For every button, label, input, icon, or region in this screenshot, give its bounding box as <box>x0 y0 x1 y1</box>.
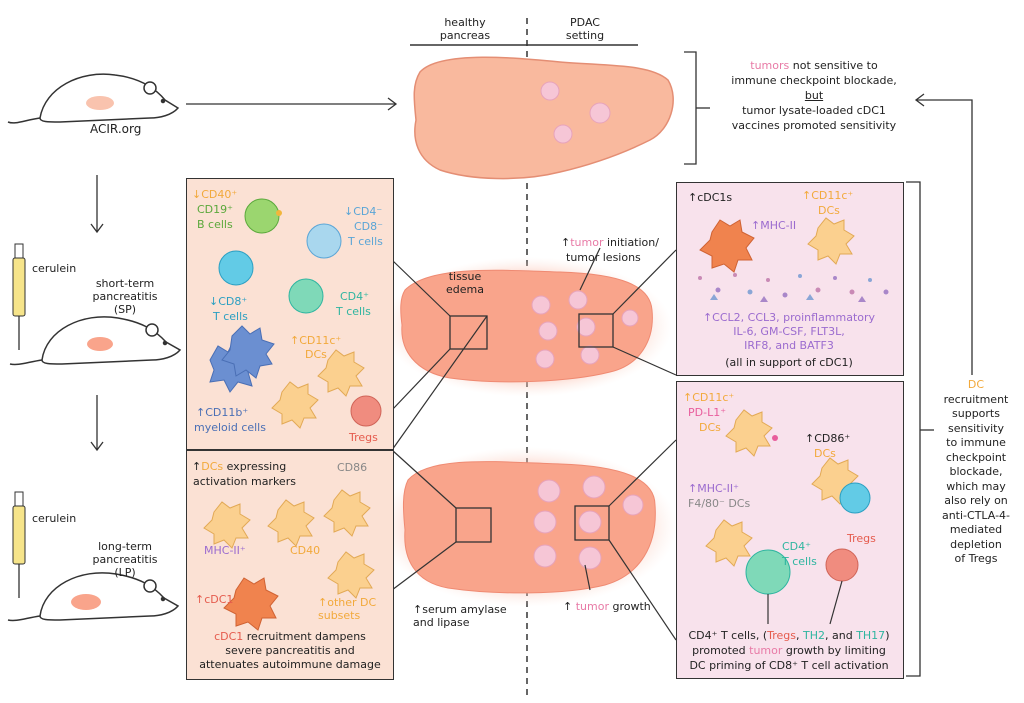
sp-dcs: DCs <box>305 348 327 361</box>
acir-label: ACIR.org <box>90 122 142 136</box>
sp-label: short-term pancreatitis (SP) <box>92 277 158 316</box>
sp-tcells1: T cells <box>348 235 383 248</box>
fr-dc: DC <box>967 378 985 391</box>
dc-lp-1 <box>203 501 251 549</box>
pdac-lp-tcells: T cells <box>782 555 817 568</box>
cd4-cell <box>288 278 324 314</box>
dc-pdl1 <box>725 409 773 457</box>
lp-summary: cDC1 recruitment dampens severe pancreat… <box>199 630 381 671</box>
tumor-growth: ↑ tumor growth <box>563 600 651 613</box>
cdc1-cell <box>223 577 279 631</box>
rt-line3: tumor lysate-loaded cDC1 <box>742 104 886 117</box>
lp-cd40: CD40 <box>290 544 321 557</box>
syringe-1 <box>12 243 26 350</box>
dc-lp-2 <box>267 499 315 547</box>
t-cell-dn <box>306 223 342 259</box>
pdac-lp-dcs2: DCs <box>814 447 836 460</box>
top-pancreas <box>413 56 674 180</box>
cerulein-label-2: cerulein <box>32 512 77 525</box>
pdac-lp-cd86: ↑CD86⁺ <box>805 432 851 445</box>
pdac-lp-panel <box>676 381 904 679</box>
sp-cd4: CD4⁺ <box>340 290 369 303</box>
treg-cell <box>350 395 382 427</box>
mouse-sp <box>9 316 182 366</box>
dc-mhc <box>705 519 753 567</box>
tumor-init-1: ↑tumor initiation/ <box>561 236 659 249</box>
right-top-text: tumors not sensitive to immune checkpoin… <box>722 58 906 133</box>
dc-lp-3 <box>323 489 371 537</box>
dc-pdac-sp <box>807 217 855 265</box>
pdac-chemo: ↑CCL2, CCL3, proinflammatory IL-6, GM-CS… <box>702 311 876 352</box>
mouse-top <box>7 73 180 124</box>
rt-line1: not sensitive to <box>792 59 878 72</box>
sp-cd11c: ↑CD11c⁺ <box>290 334 342 347</box>
sp-cd8: ↓CD8⁺ <box>209 295 248 308</box>
rt-line4: vaccines promoted sensitivity <box>731 119 897 132</box>
lp-mhc: MHC-II⁺ <box>204 544 246 557</box>
lp-cdc1: ↑cDC1 <box>195 593 234 606</box>
myeloid-cell-2 <box>221 325 275 379</box>
header-pdac: PDAC setting <box>565 16 605 42</box>
lp-activation: activation markers <box>193 475 296 488</box>
pdac-lp-cd4: CD4⁺ <box>782 540 811 553</box>
header-healthy: healthy pancreas <box>439 16 491 42</box>
pdac-sp-panel <box>676 182 904 376</box>
amylase-label: ↑serum amylase and lipase <box>413 603 507 629</box>
lp-pancreas <box>377 447 677 607</box>
tumor-init-2: tumor lesions <box>566 251 641 264</box>
arrow-feedback <box>916 99 973 375</box>
tumors-word: tumors <box>750 59 790 72</box>
bracket-right <box>906 181 921 677</box>
dc-other <box>327 551 375 599</box>
cd8-pdac <box>839 482 871 514</box>
lp-cd86: CD86 <box>337 461 368 474</box>
dc-sp-2 <box>317 349 365 397</box>
sp-tcells3: T cells <box>336 305 371 318</box>
pdac-lp-pdl1: PD-L1⁺ <box>688 406 727 419</box>
cdc1-pdac <box>699 219 755 273</box>
dc-sp-1 <box>271 381 319 429</box>
lp-label: long-term pancreatitis (LP) <box>92 540 158 579</box>
mouse-lp <box>7 572 180 622</box>
pdac-support: (all in support of cDC1) <box>725 356 853 369</box>
chemokine-dots <box>698 273 889 302</box>
sp-tregs: Tregs <box>349 431 378 444</box>
pdac-lp-f480: F4/80⁻ DCs <box>688 497 751 510</box>
pdac-cdc1s: ↑cDC1s <box>688 191 733 204</box>
sp-myeloid: myeloid cells <box>194 421 266 434</box>
pdac-lp-tregs: Tregs <box>847 532 876 545</box>
rt-but: but <box>804 89 824 102</box>
pdac-cd11c: ↑CD11c⁺ <box>802 189 854 202</box>
edema-label: tissue edema <box>446 270 484 296</box>
pdac-lp-cd11c: ↑CD11c⁺ <box>683 391 735 404</box>
lp-other: ↑other DC subsets <box>318 596 377 622</box>
sp-cd11b: ↑CD11b⁺ <box>196 406 249 419</box>
fr-text: recruitment supports sensitivity to immu… <box>941 392 1011 566</box>
sp-cd4neg: ↓CD4⁻ <box>344 205 383 218</box>
pdac-mhc: ↑MHC-II <box>751 219 797 232</box>
sp-tcells2: T cells <box>213 310 248 323</box>
syringe-2 <box>12 491 26 598</box>
cerulein-label-1: cerulein <box>32 262 77 275</box>
cd8-cell <box>218 250 254 286</box>
lp-dcs-expr: ↑DCs expressing <box>192 460 287 473</box>
pdac-lp-mhc: ↑MHC-II⁺ <box>688 482 739 495</box>
sp-cd8neg: CD8⁻ <box>354 220 383 233</box>
far-right-text: DC recruitment supports sensitivity to i… <box>934 378 1018 567</box>
sp-cd40: ↓CD40⁺ <box>192 188 238 201</box>
sp-cd19: CD19⁺ <box>197 203 233 216</box>
pdac-dcs: DCs <box>818 204 840 217</box>
pdac-lp-dcs1: DCs <box>699 421 721 434</box>
pdac-lp-summary: CD4⁺ T cells, (Tregs, TH2, and TH17) pro… <box>688 629 890 672</box>
rt-line2: immune checkpoint blockade, <box>731 74 897 87</box>
sp-bcells: B cells <box>197 218 233 231</box>
